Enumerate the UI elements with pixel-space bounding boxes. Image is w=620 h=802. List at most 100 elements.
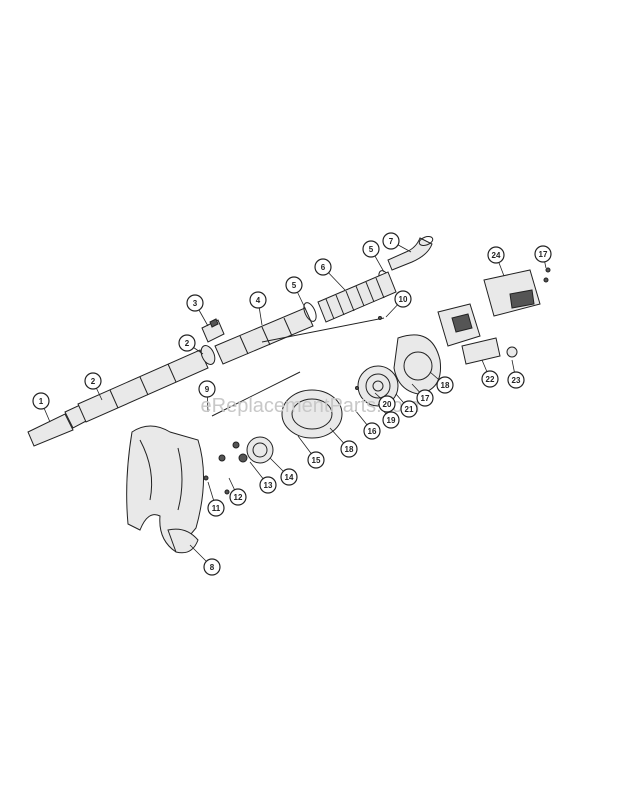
- callout-label: 17: [539, 250, 548, 259]
- part-tube-ring[interactable]: [198, 343, 217, 366]
- callout-circle: [32, 392, 50, 410]
- callout-label: 4: [256, 296, 261, 305]
- callout-circle: [207, 499, 225, 517]
- callout-circle: [394, 290, 412, 308]
- callout-label: 14: [285, 473, 294, 482]
- callout-circle: [186, 294, 204, 312]
- callout-9[interactable]: 9: [198, 380, 216, 398]
- part-corrugated-hose[interactable]: [317, 271, 397, 323]
- callout-17[interactable]: 17: [534, 245, 552, 263]
- callout-19[interactable]: 19: [382, 411, 400, 429]
- callout-circle: [416, 389, 434, 407]
- callout-8[interactable]: 8: [203, 558, 221, 576]
- callout-circle: [436, 376, 454, 394]
- callout-label: 8: [210, 563, 215, 572]
- blower-parts: [27, 236, 551, 554]
- callout-label: 18: [345, 445, 354, 454]
- callout-label: 5: [369, 245, 374, 254]
- part-housing-front[interactable]: [281, 389, 343, 439]
- callout-circle: [178, 334, 196, 352]
- part-cable-10[interactable]: [261, 317, 385, 343]
- callout-label: 23: [512, 376, 521, 385]
- callout-circle: [534, 245, 552, 263]
- callout-label: 12: [234, 493, 243, 502]
- part-hardware: [203, 267, 551, 495]
- callout-label: 18: [441, 381, 450, 390]
- callout-label: 13: [264, 481, 273, 490]
- callout-label: 1: [39, 397, 44, 406]
- callout-circle: [362, 240, 380, 258]
- callout-label: 17: [421, 394, 430, 403]
- callout-2[interactable]: 2: [178, 334, 196, 352]
- callout-circle: [198, 380, 216, 398]
- callout-3[interactable]: 3: [186, 294, 204, 312]
- callout-circle: [382, 411, 400, 429]
- callout-label: 9: [205, 385, 210, 394]
- callout-1[interactable]: 1: [32, 392, 50, 410]
- callout-circle: [84, 372, 102, 390]
- callout-circle: [280, 468, 298, 486]
- callout-circle: [314, 258, 332, 276]
- part-starter[interactable]: [218, 436, 274, 464]
- callout-label: 21: [405, 405, 414, 414]
- callout-circle: [249, 291, 267, 309]
- callout-24[interactable]: 24: [487, 246, 505, 264]
- part-clamp-a[interactable]: [301, 301, 318, 323]
- callout-circle: [507, 371, 525, 389]
- callout-20[interactable]: 20: [378, 395, 396, 413]
- callout-label: 10: [399, 295, 408, 304]
- callout-11[interactable]: 11: [207, 499, 225, 517]
- callout-label: 19: [387, 416, 396, 425]
- callout-label: 22: [486, 375, 495, 384]
- callout-21[interactable]: 21: [400, 400, 418, 418]
- callout-label: 20: [383, 400, 392, 409]
- callout-label: 7: [389, 237, 394, 246]
- part-nozzle[interactable]: [27, 404, 89, 447]
- callout-17[interactable]: 17: [416, 389, 434, 407]
- callout-circle: [481, 370, 499, 388]
- callout-label: 2: [185, 339, 190, 348]
- callout-circle: [307, 451, 325, 469]
- callout-label: 24: [492, 251, 501, 260]
- callout-label: 15: [312, 456, 321, 465]
- part-tube[interactable]: [77, 349, 209, 423]
- callout-5[interactable]: 5: [362, 240, 380, 258]
- watermark-text: eReplacementParts.com: [201, 395, 420, 417]
- part-harness[interactable]: [126, 425, 204, 554]
- callout-23[interactable]: 23: [507, 371, 525, 389]
- callout-6[interactable]: 6: [314, 258, 332, 276]
- callout-4[interactable]: 4: [249, 291, 267, 309]
- callout-circle: [340, 440, 358, 458]
- callout-label: 11: [212, 504, 221, 513]
- callout-5[interactable]: 5: [285, 276, 303, 294]
- callout-circle: [285, 276, 303, 294]
- callout-circle: [487, 246, 505, 264]
- callout-circle: [363, 422, 381, 440]
- part-flex-tube[interactable]: [214, 307, 314, 365]
- callout-2[interactable]: 2: [84, 372, 102, 390]
- part-cable-9[interactable]: [211, 371, 301, 417]
- callout-15[interactable]: 15: [307, 451, 325, 469]
- callout-circle: [382, 232, 400, 250]
- callout-13[interactable]: 13: [259, 476, 277, 494]
- callout-18[interactable]: 18: [340, 440, 358, 458]
- callout-10[interactable]: 10: [394, 290, 412, 308]
- callout-7[interactable]: 7: [382, 232, 400, 250]
- callout-label: 16: [368, 427, 377, 436]
- callout-circle: [378, 395, 396, 413]
- callout-label: 6: [321, 263, 326, 272]
- callout-16[interactable]: 16: [363, 422, 381, 440]
- callout-label: 3: [193, 299, 198, 308]
- callout-22[interactable]: 22: [481, 370, 499, 388]
- part-engine[interactable]: [437, 269, 541, 365]
- callout-circle: [229, 488, 247, 506]
- callout-label: 2: [91, 377, 96, 386]
- callout-18[interactable]: 18: [436, 376, 454, 394]
- callout-14[interactable]: 14: [280, 468, 298, 486]
- callout-12[interactable]: 12: [229, 488, 247, 506]
- callout-circle: [259, 476, 277, 494]
- part-handle-clamp[interactable]: [201, 318, 225, 343]
- part-fan-housing[interactable]: [393, 334, 442, 395]
